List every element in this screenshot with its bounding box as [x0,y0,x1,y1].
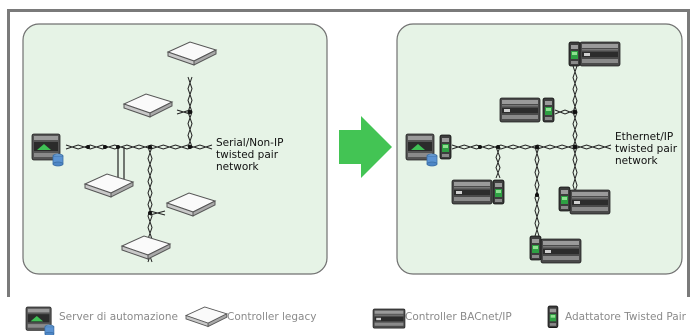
left-junction-0 [116,145,120,149]
left-network-label-line1: Serial/Non-IP [216,137,284,149]
left-trunk-wire-a [65,144,213,150]
left-network-label-line2: twisted pair [216,149,279,161]
left-trunk-wire-b [65,144,213,150]
right-adapter-4 [558,186,571,212]
right-adapter-server [439,134,452,160]
right-bacnet-controller-2 [499,97,541,123]
right-trunk-wire-b [451,144,612,150]
right-stub-upper-wire-a [554,109,576,115]
right-adapter-1 [568,41,581,67]
right-network-label-line1: Ethernet/IP [615,131,674,143]
right-bacnet-controller-3 [451,179,493,205]
left-junction-6 [86,145,90,149]
right-adapter-5 [529,235,542,261]
right-stub-upper-wire-b [554,109,576,115]
right-junction-0 [573,145,577,149]
migration-arrow [339,116,392,178]
left-junction-4 [148,211,152,215]
right-drop-left-wire-b [495,146,501,179]
left-stub-upper-wire-b [176,109,191,115]
right-branch-right-wire-a [572,146,578,199]
right-junction-3 [535,193,539,197]
right-branch-bottom-wire-b [534,146,540,237]
right-adapter-2 [542,97,555,123]
left-junction-1 [148,145,152,149]
right-panel [396,23,683,275]
left-junction-5 [103,145,107,149]
left-junction-2 [188,145,192,149]
legend-automation-server-label: Server di automazione [59,311,178,323]
right-bacnet-controller-5 [540,238,582,264]
left-stub-lower-wire-b [149,210,166,216]
right-branch-top-wire-b [572,65,578,148]
left-junction-3 [188,110,192,114]
right-bacnet-controller-4 [569,189,611,215]
right-junction-2 [496,145,500,149]
legend-bacnet-controller-label: Controller BACnet/IP [405,311,512,323]
right-bacnet-controller-1 [579,41,621,67]
right-network-label-line2: twisted pair [615,143,678,155]
right-junction-5 [478,145,482,149]
right-junction-1 [535,145,539,149]
right-adapter-3 [492,179,505,205]
left-network-label-line3: network [216,161,259,173]
legend: Server di automazione Controller legacy … [0,303,697,331]
right-junction-4 [573,110,577,114]
legend-legacy-controller-label: Controller legacy [227,311,317,323]
legend-twisted-pair-adapter-label: Adattatore Twisted Pair [565,311,686,323]
right-network-label-line3: network [615,155,658,167]
right-branch-right-wire-b [572,146,578,199]
